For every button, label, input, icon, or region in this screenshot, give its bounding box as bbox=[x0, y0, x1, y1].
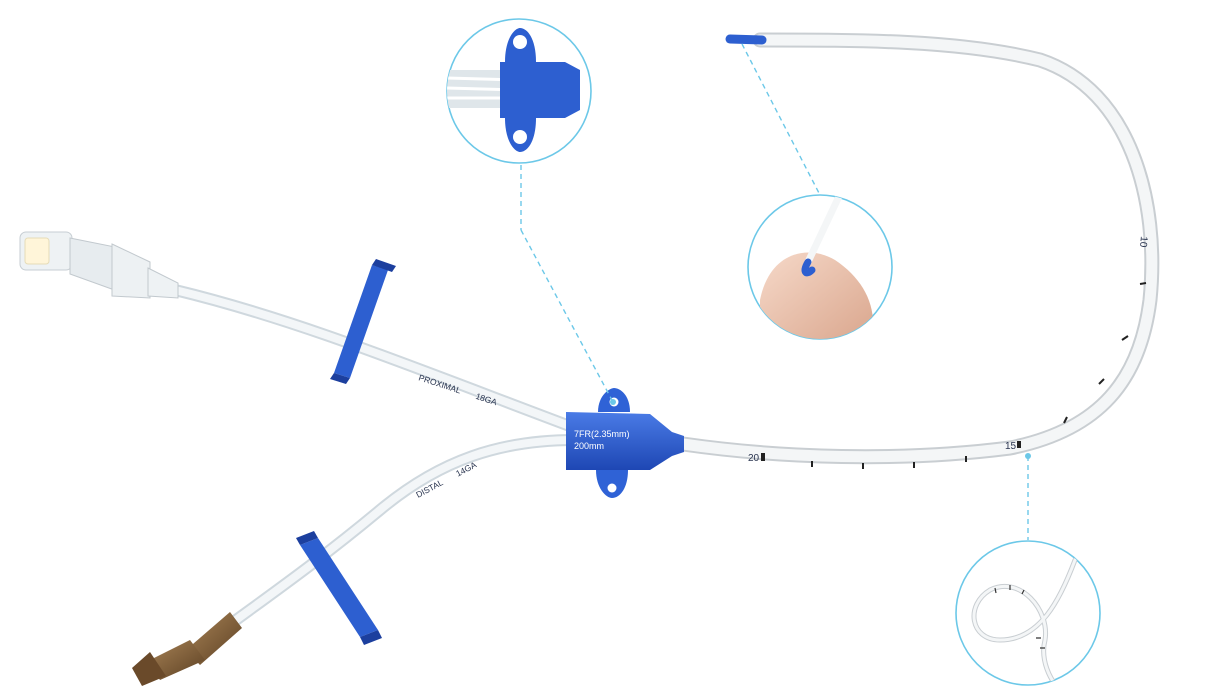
hub-label-length: 200mm bbox=[574, 441, 604, 451]
depth-tick-marks bbox=[811, 282, 1147, 469]
distal-luer-connector bbox=[132, 612, 242, 686]
distal-clamp bbox=[296, 531, 382, 645]
depth-mark-15: 15 bbox=[1005, 441, 1017, 452]
depth-mark-10: 10 bbox=[1137, 236, 1149, 248]
proximal-luer-connector bbox=[19, 231, 179, 299]
hub-label-size: 7FR(2.35mm) bbox=[574, 429, 630, 439]
depth-mark-15-bar bbox=[1017, 441, 1021, 448]
catheter-main-tube bbox=[675, 32, 1160, 465]
callout-leader-lines bbox=[520, 43, 1029, 540]
callout-dot-hub bbox=[610, 399, 616, 405]
depth-mark-20-bar bbox=[761, 453, 765, 461]
proximal-extension-line bbox=[169, 284, 581, 434]
callout-dot-tube bbox=[1025, 453, 1031, 459]
depth-mark-20: 20 bbox=[748, 453, 760, 464]
proximal-clamp bbox=[330, 259, 396, 384]
callout-hub-detail bbox=[446, 18, 592, 164]
callout-flexible-tube-detail bbox=[955, 540, 1101, 686]
callout-soft-tip-detail bbox=[747, 194, 893, 340]
distal-extension-line bbox=[219, 434, 581, 634]
